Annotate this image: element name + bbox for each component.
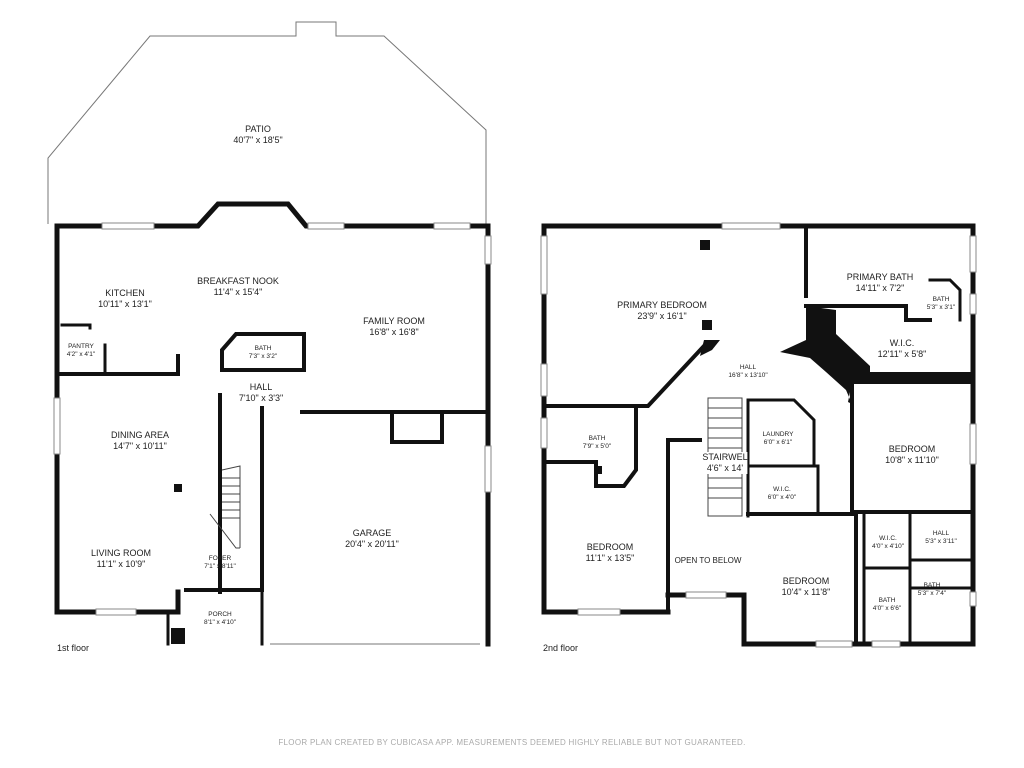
room-garage: GARAGE 20'4" x 20'11"	[345, 528, 399, 550]
room-name: PANTRY	[68, 343, 94, 350]
first-floor-interior-walls	[55, 323, 490, 594]
room-dimensions: 11'1" x 10'9"	[96, 558, 146, 569]
room-stairwell: STAIRWEL 4'6" x 14'	[702, 452, 748, 474]
first-floor-label: 1st floor	[57, 643, 90, 653]
room-dimensions: 11'1" x 13'5"	[585, 552, 635, 563]
room-dimensions: 7'1" x 8'11"	[204, 562, 236, 570]
room-dimensions: 12'11" x 5'8"	[877, 348, 927, 359]
room-name: FOYER	[208, 555, 232, 562]
room-dimensions: 7'9" x 5'0"	[582, 442, 612, 450]
first-floor-windows	[53, 222, 492, 645]
room-dimensions: 10'4" x 11'8"	[781, 586, 831, 597]
disclaimer-text: FLOOR PLAN CREATED BY CUBICASA APP. MEAS…	[278, 738, 746, 747]
room-name: STAIRWEL	[702, 452, 748, 462]
patio-outline	[47, 21, 487, 224]
room-primary-bedroom: PRIMARY BEDROOM 23'9" x 16'1"	[617, 300, 707, 322]
room-name: BATH	[932, 296, 950, 303]
room-dimensions: 11'4" x 15'4"	[213, 286, 263, 297]
room-dimensions: 23'9" x 16'1"	[637, 310, 687, 321]
room-dimensions: 14'7" x 10'11"	[113, 440, 167, 451]
first-floor-exterior-walls	[54, 201, 491, 647]
room-name: BATH	[878, 597, 896, 604]
room-dimensions: 10'8" x 11'10"	[885, 454, 939, 465]
room-name: BATH	[588, 435, 606, 442]
room-kitchen: KITCHEN 10'11" x 13'1"	[98, 288, 152, 310]
room-foyer: FOYER 7'1" x 8'11"	[204, 555, 236, 571]
second-floor-drawing	[540, 222, 977, 648]
room-patio: PATIO 40'7" x 18'5"	[233, 124, 282, 146]
closet-wall-mass	[780, 306, 973, 404]
second-floor-windows	[540, 222, 977, 648]
room-name: GARAGE	[352, 528, 392, 538]
room-dimensions: 10'11" x 13'1"	[98, 298, 152, 309]
room-dimensions: 16'8" x 13'10"	[728, 371, 768, 379]
room-name: HALL	[739, 364, 757, 371]
room-name: HALL	[249, 382, 273, 392]
room-dimensions: 5'3" x 3'1"	[926, 303, 956, 311]
room-living-room: LIVING ROOM 11'1" x 10'9"	[91, 548, 151, 570]
room-bath-2a: BATH 5'3" x 3'1"	[927, 296, 955, 312]
room-dimensions: 8'1" x 4'10"	[203, 618, 237, 626]
room-bath-2d: BATH 4'0" x 6'6"	[873, 597, 901, 613]
room-breakfast-nook: BREAKFAST NOOK 11'4" x 15'4"	[197, 276, 279, 298]
room-name: LIVING ROOM	[90, 548, 152, 558]
room-bedroom-right: BEDROOM 10'8" x 11'10"	[885, 444, 939, 466]
room-primary-bath: PRIMARY BATH 14'11" x 7'2"	[847, 272, 914, 294]
room-hall-2: HALL 16'8" x 13'10"	[728, 364, 767, 380]
room-name: KITCHEN	[105, 288, 145, 298]
room-name: BEDROOM	[888, 444, 936, 454]
room-name: BATH	[923, 582, 941, 589]
room-dimensions: 5'3" x 7'4"	[917, 589, 947, 597]
room-dimensions: 16'8" x 16'8"	[369, 326, 419, 337]
room-wic-3: W.I.C. 4'0" x 4'10"	[872, 535, 904, 551]
room-porch: PORCH 8'1" x 4'10"	[204, 611, 236, 627]
room-dimensions: 7'10" x 3'3"	[238, 392, 284, 403]
room-name: LAUNDRY	[762, 431, 794, 438]
room-laundry: LAUNDRY 6'0" x 6'1"	[763, 431, 794, 447]
room-dimensions: 4'0" x 4'10"	[871, 542, 905, 550]
room-dimensions: 4'0" x 6'6"	[872, 604, 902, 612]
room-family-room: FAMILY ROOM 16'8" x 16'8"	[363, 316, 425, 338]
room-dimensions: 6'0" x 6'1"	[763, 438, 793, 446]
room-dimensions: 40'7" x 18'5"	[233, 134, 283, 145]
room-name: FAMILY ROOM	[363, 316, 425, 326]
room-name: PORCH	[208, 611, 232, 618]
room-name: PATIO	[245, 124, 271, 134]
room-name: BATH	[254, 345, 272, 352]
room-pantry: PANTRY 4'2" x 4'1"	[67, 343, 95, 359]
room-name: W.I.C.	[889, 338, 915, 348]
room-name: BEDROOM	[586, 542, 634, 552]
room-bath-1: BATH 7'3" x 3'2"	[249, 345, 277, 361]
room-bedroom-center: BEDROOM 10'4" x 11'8"	[782, 576, 831, 598]
room-wic-2: W.I.C. 6'0" x 4'0"	[768, 486, 796, 502]
second-floor-label: 2nd floor	[543, 643, 579, 653]
room-wic-primary: W.I.C. 12'11" x 5'8"	[878, 338, 927, 360]
room-name: PRIMARY BATH	[846, 272, 914, 282]
room-name: BREAKFAST NOOK	[197, 276, 279, 286]
room-hall-1: HALL 7'10" x 3'3"	[239, 382, 283, 404]
room-name: BEDROOM	[782, 576, 830, 586]
first-floor-drawing	[47, 21, 492, 647]
room-dimensions: 20'4" x 20'11"	[345, 538, 399, 549]
room-open-to-below: OPEN TO BELOW	[675, 556, 742, 566]
room-bath-2b: BATH 7'9" x 5'0"	[583, 435, 611, 451]
room-dimensions: 4'2" x 4'1"	[66, 350, 96, 358]
room-dimensions: 6'0" x 4'0"	[767, 493, 797, 501]
room-name: DINING AREA	[110, 430, 170, 440]
first-floor-stairs	[209, 465, 241, 549]
room-bath-2c: BATH 5'3" x 7'4"	[918, 582, 946, 598]
room-dimensions: 5'3" x 3'11"	[925, 537, 957, 545]
room-dining-area: DINING AREA 14'7" x 10'11"	[111, 430, 169, 452]
room-dimensions: 7'3" x 3'2"	[248, 352, 278, 360]
room-dimensions: 4'6" x 14'	[706, 462, 744, 473]
room-dimensions: 14'11" x 7'2"	[855, 282, 905, 293]
room-bedroom-left: BEDROOM 11'1" x 13'5"	[586, 542, 635, 564]
room-name: W.I.C.	[773, 486, 791, 493]
room-name: HALL	[932, 530, 950, 537]
room-name: PRIMARY BEDROOM	[617, 300, 707, 310]
room-name: W.I.C.	[879, 535, 897, 542]
room-name: OPEN TO BELOW	[674, 556, 742, 565]
room-hall-3: HALL 5'3" x 3'11"	[925, 530, 957, 546]
